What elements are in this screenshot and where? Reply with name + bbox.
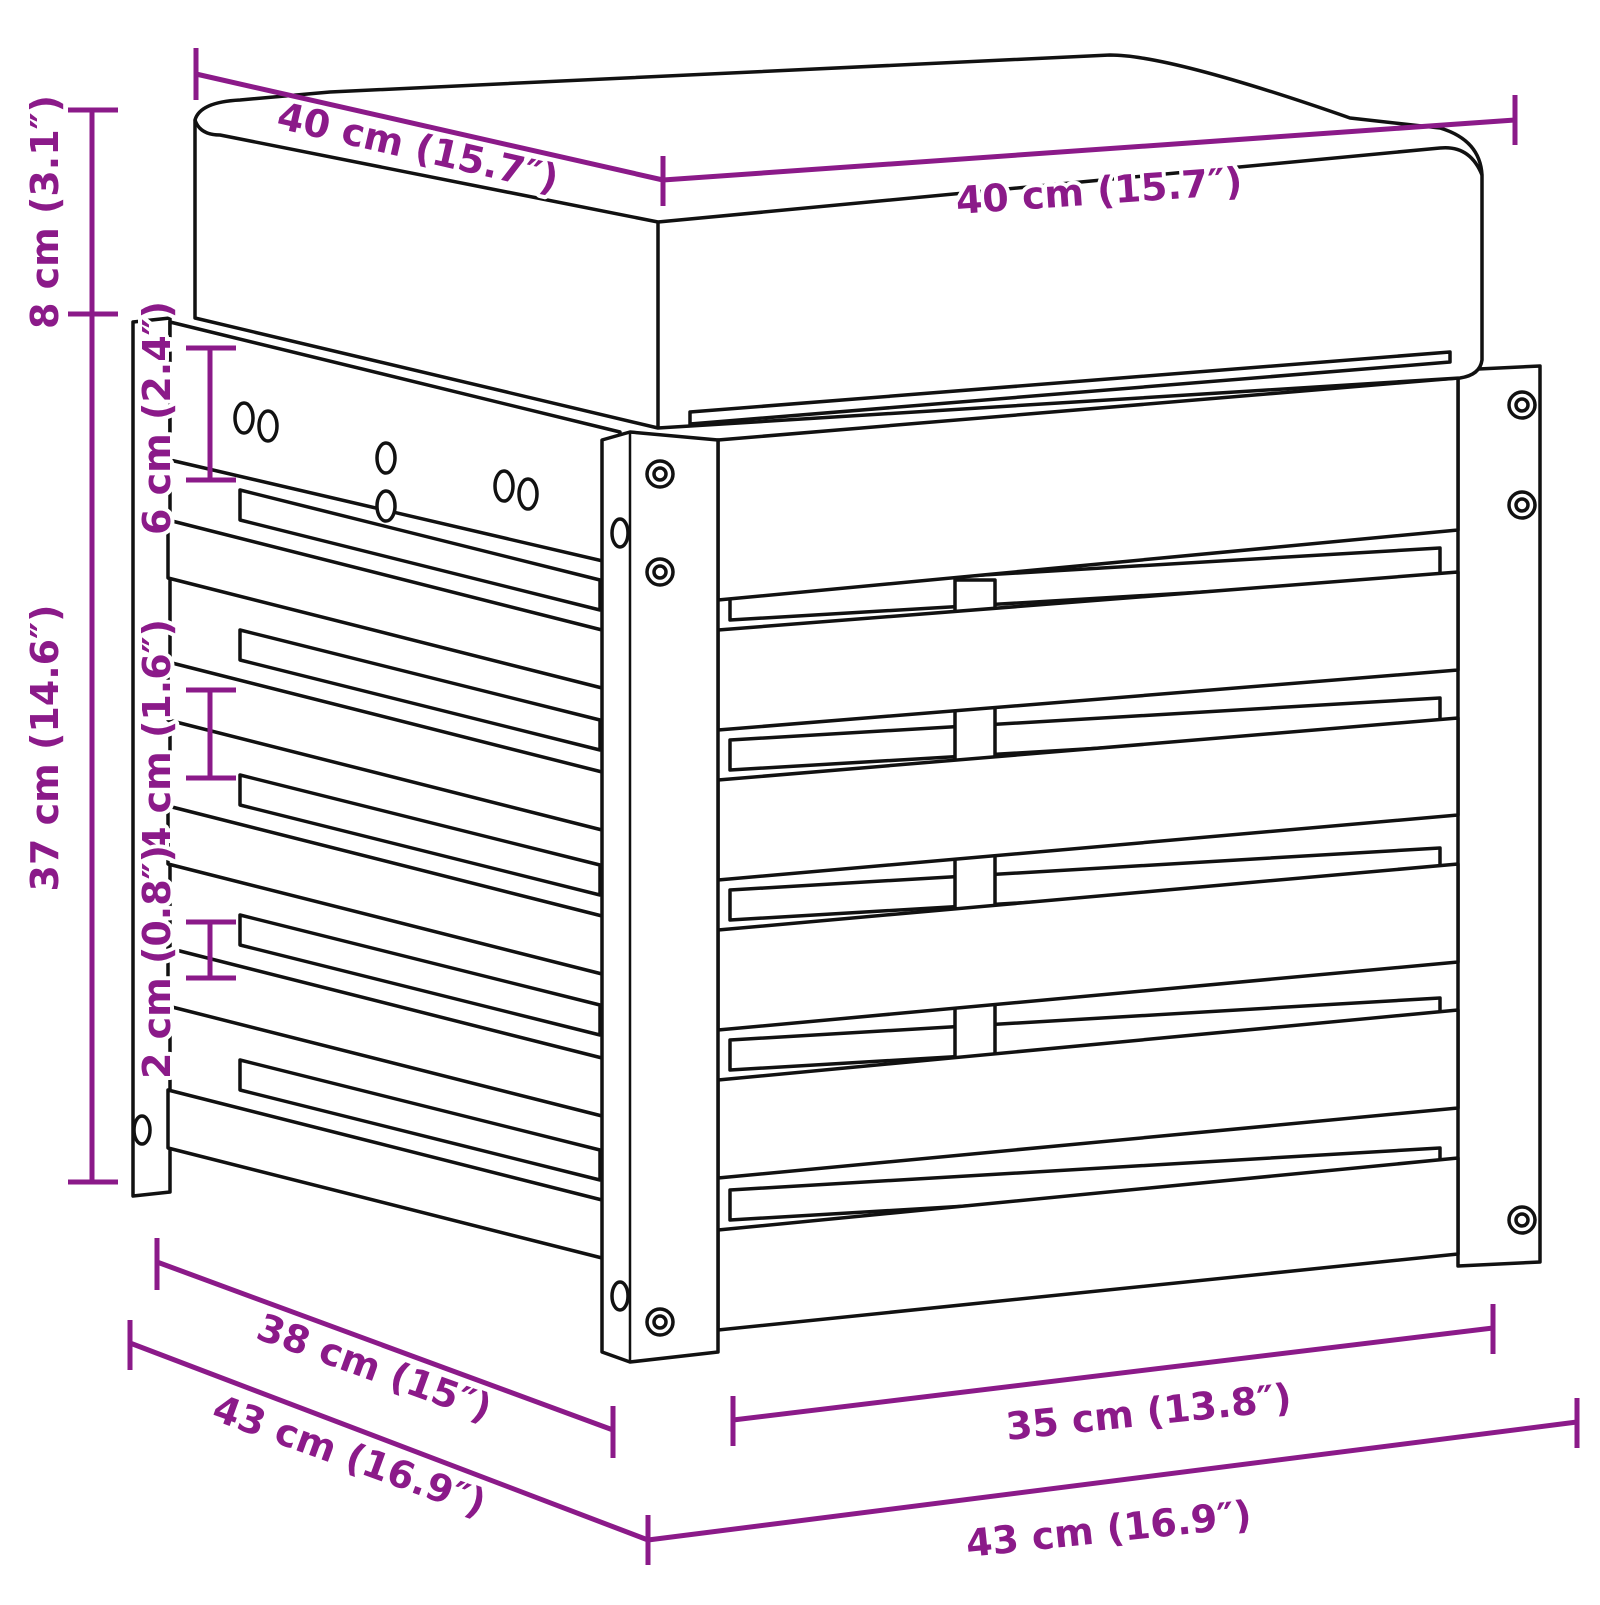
bolt-icon xyxy=(132,1114,152,1146)
slat-gap-label: 2 cm (0.8″) xyxy=(135,845,179,1079)
dim-inner-width xyxy=(730,1304,1496,1446)
dim-vertical-total xyxy=(68,107,118,1185)
bolt-icon xyxy=(1507,1205,1537,1235)
bolt-icon xyxy=(645,557,675,587)
front-panel xyxy=(600,364,1542,1364)
dim-cushion-width xyxy=(662,95,1518,183)
bolts xyxy=(132,390,1537,1337)
dim-slat xyxy=(186,687,236,781)
dim-slat-gap xyxy=(186,919,236,981)
stool-drawing xyxy=(131,53,1542,1364)
dim-cushion-depth xyxy=(193,48,666,206)
bolt-icon xyxy=(233,401,255,435)
bolt-icon xyxy=(517,477,539,511)
top-slat-label: 6 cm (2.4″) xyxy=(135,301,179,535)
bolt-icon xyxy=(1507,490,1537,520)
dim-outer-width xyxy=(647,1398,1580,1543)
bolt-icon xyxy=(645,459,675,489)
bolt-icon xyxy=(645,1307,675,1337)
cushion-height-label: 8 cm (3.1″) xyxy=(23,95,67,329)
left-side-panel xyxy=(131,316,622,1262)
outer-width-label: 43 cm (16.9″) xyxy=(964,1492,1254,1566)
frame-height-label: 37 cm (14.6″) xyxy=(23,605,67,892)
bolt-icon xyxy=(375,441,397,475)
bolt-icon xyxy=(375,489,397,523)
dim-inner-depth xyxy=(154,1238,616,1458)
left-back-post xyxy=(131,316,172,1198)
bolt-icon xyxy=(257,409,279,443)
dim-top-slat xyxy=(186,345,236,483)
bolt-icon xyxy=(493,469,515,503)
slat-height-label: 4 cm (1.6″) xyxy=(135,619,179,853)
bolt-icon xyxy=(610,1280,630,1312)
seat-cushion xyxy=(193,53,1484,430)
bolt-icon xyxy=(1507,390,1537,420)
inner-width-label: 35 cm (13.8″) xyxy=(1004,1375,1294,1449)
bolt-icon xyxy=(610,517,630,549)
front-right-post xyxy=(1456,364,1542,1268)
